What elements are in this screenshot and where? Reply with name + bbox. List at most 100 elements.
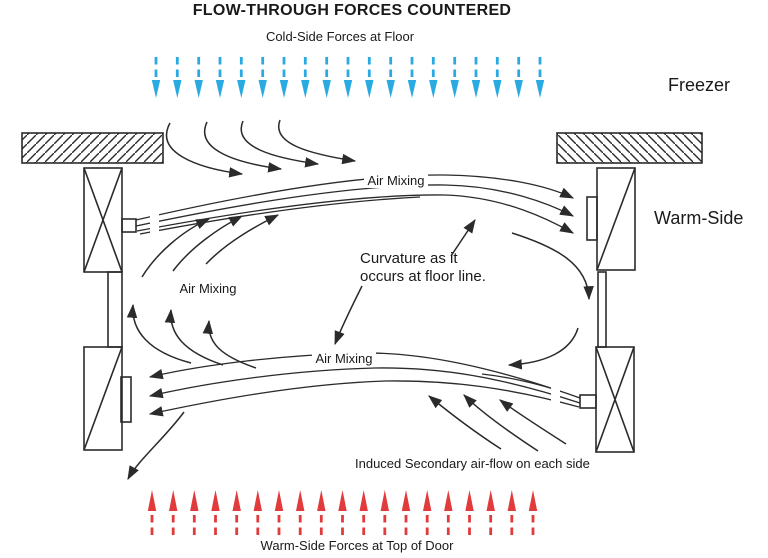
warm-force-arrow xyxy=(423,490,432,535)
frame-box-lower-left-diagonal xyxy=(83,346,123,451)
cold-force-arrow xyxy=(215,57,225,98)
curvature-note-line2: occurs at floor line. xyxy=(360,268,486,285)
upper-door-line-3 xyxy=(136,194,575,234)
airflow-arrow xyxy=(205,214,280,265)
air-mixing-label-center: Air Mixing xyxy=(179,281,236,296)
cold-force-arrow xyxy=(301,57,310,98)
warm-force-arrow xyxy=(274,490,284,535)
door-hinge-upper-left xyxy=(121,218,137,233)
leader-arrow-lower-door xyxy=(334,285,363,346)
cold-force-arrow xyxy=(322,57,331,98)
door-frame-left xyxy=(83,167,137,451)
door-gasket-upper-right xyxy=(586,196,598,241)
airflow-arrow xyxy=(164,308,224,366)
warm-force-arrow xyxy=(401,490,411,535)
cold-side-forces-label: Cold-Side Forces at Floor xyxy=(266,29,415,44)
wall-hatch-left xyxy=(21,132,164,164)
cold-force-arrow xyxy=(343,57,353,98)
warm-force-arrow xyxy=(253,490,262,535)
airflow-arrow-into-lower-door xyxy=(507,327,579,370)
cold-force-arrow xyxy=(194,57,203,98)
lower-door-line-3 xyxy=(148,380,580,417)
airflow-arrows-lower xyxy=(127,394,567,481)
warm-force-arrow xyxy=(147,490,157,535)
wall-hatch-right xyxy=(556,132,703,164)
airflow-arrow-down-left-jamb xyxy=(127,411,185,481)
cold-force-arrow xyxy=(407,57,417,98)
warm-side-force-arrows xyxy=(147,490,538,535)
airflow-arrows-right-side xyxy=(507,232,594,370)
warm-force-arrow xyxy=(296,490,305,535)
warm-force-arrow xyxy=(211,490,220,535)
airflow-arrows-left-circulation xyxy=(126,303,257,369)
airflow-arrow xyxy=(204,121,283,173)
airflow-arrow-down-right-jamb xyxy=(511,232,594,301)
curvature-leader-arrows xyxy=(334,219,476,346)
cold-force-arrow xyxy=(151,57,161,98)
cold-force-arrow xyxy=(514,57,523,98)
frame-box-upper-left-cross xyxy=(83,167,123,273)
warm-force-arrow xyxy=(444,490,453,535)
warm-force-arrow xyxy=(528,490,538,535)
wall-section-right xyxy=(556,132,703,164)
airflow-arrow xyxy=(240,120,320,168)
airflow-arrow xyxy=(428,395,502,450)
cold-force-arrow xyxy=(173,57,182,98)
cold-force-arrow xyxy=(429,57,438,98)
freezer-label: Freezer xyxy=(668,75,730,95)
airflow-arrow xyxy=(499,399,567,445)
warm-force-arrow xyxy=(359,490,368,535)
airflow-arrow xyxy=(172,215,244,272)
air-mixing-label-bottom: Air Mixing xyxy=(315,351,372,366)
upper-door-line-4 xyxy=(139,196,421,235)
cold-force-arrow xyxy=(386,57,395,98)
warm-force-arrow xyxy=(380,490,389,535)
airflow-arrow xyxy=(463,394,539,452)
airflow-arrow xyxy=(202,319,257,369)
cold-force-arrow xyxy=(493,57,502,98)
cold-force-arrow xyxy=(471,57,481,98)
frame-box-upper-right-diagonal xyxy=(596,167,636,271)
airflow-arrows-upper-left xyxy=(165,119,357,178)
curvature-note-line1: Curvature as it xyxy=(360,250,458,267)
induced-flow-label: Induced Secondary air-flow on each side xyxy=(355,456,590,471)
air-mixing-label-top: Air Mixing xyxy=(367,173,424,188)
warm-force-arrow xyxy=(507,490,516,535)
cold-force-arrow xyxy=(365,57,374,98)
lower-door-line-2 xyxy=(148,367,581,404)
cold-force-arrow xyxy=(535,57,545,98)
airflow-arrow xyxy=(277,119,357,165)
label-backplate xyxy=(364,171,428,188)
frame-jamb-left xyxy=(107,271,123,348)
door-hinge-lower-right xyxy=(579,394,597,409)
lower-door-flex-break xyxy=(551,383,560,411)
warm-force-arrow xyxy=(465,490,474,535)
frame-jamb-right xyxy=(597,271,607,348)
airflow-arrows-under-upper-door xyxy=(141,214,280,278)
cold-force-arrow xyxy=(237,57,246,98)
door-frame-right xyxy=(579,167,636,453)
warm-force-arrow xyxy=(317,490,326,535)
diagram-title: FLOW-THROUGH FORCES COUNTERED xyxy=(193,2,512,19)
warm-force-arrow xyxy=(190,490,199,535)
airflow-arrow xyxy=(141,218,211,278)
cold-force-arrow xyxy=(279,57,289,98)
warm-side-label: Warm-Side xyxy=(654,208,743,228)
warm-force-arrow xyxy=(338,490,347,535)
upper-door-flex-break xyxy=(150,203,159,238)
warm-force-arrow xyxy=(169,490,178,535)
label-backplate xyxy=(312,350,376,365)
leader-arrow-upper-door xyxy=(450,219,476,257)
cold-force-arrow xyxy=(450,57,459,98)
frame-box-lower-right-cross xyxy=(595,346,635,453)
cold-side-force-arrows xyxy=(151,57,545,98)
airflow-arrow xyxy=(126,303,192,364)
cold-force-arrow xyxy=(258,57,267,98)
upper-door-flex-lines xyxy=(135,174,575,235)
warm-force-arrow xyxy=(486,490,495,535)
frame-box-lower-left xyxy=(83,346,123,451)
airflow-arrow xyxy=(165,122,244,178)
door-gasket-lower-left xyxy=(120,376,132,423)
